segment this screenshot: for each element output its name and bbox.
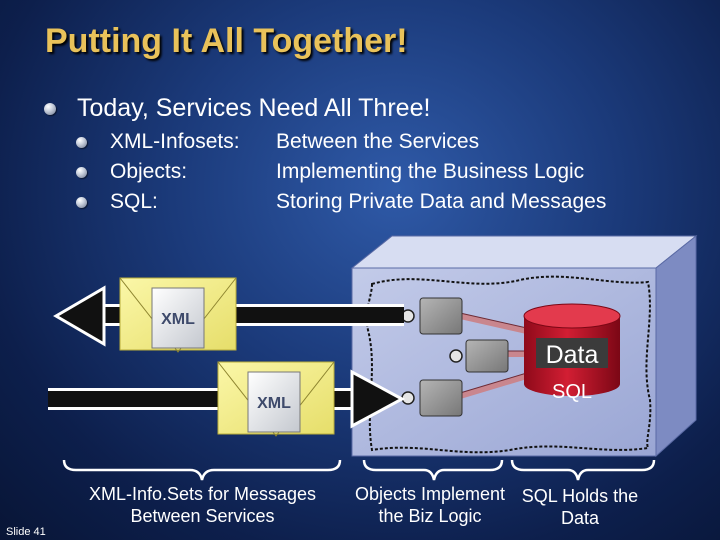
object-component-2 bbox=[465, 339, 509, 373]
database-top bbox=[523, 303, 621, 329]
object-components bbox=[401, 297, 509, 417]
slide-number: Slide 41 bbox=[6, 526, 46, 538]
sub-bullet-term: XML-Infosets: bbox=[110, 130, 240, 153]
database-cylinder: Data SQL bbox=[523, 303, 621, 403]
main-bullet: Today, Services Need All Three! bbox=[44, 94, 430, 123]
port-3 bbox=[401, 391, 415, 405]
bullet-icon bbox=[76, 166, 87, 178]
xml-envelope-incoming: XML bbox=[217, 361, 335, 437]
sub-bullet-desc: Storing Private Data and Messages bbox=[276, 190, 607, 213]
bullet-icon bbox=[76, 136, 87, 148]
incoming-arrow-head bbox=[350, 369, 406, 429]
slide-title: Putting It All Together! bbox=[45, 22, 408, 60]
bracket-sql bbox=[510, 459, 656, 481]
bracket-xml bbox=[62, 459, 342, 481]
outgoing-arrow-head bbox=[53, 285, 106, 347]
bracket-objects bbox=[362, 459, 504, 481]
caption-brackets bbox=[62, 459, 656, 481]
sub-bullet-xml: XML-Infosets: Between the Services bbox=[76, 130, 479, 154]
data-label: Data bbox=[546, 341, 599, 369]
object-component-1 bbox=[419, 297, 463, 335]
bullet-icon bbox=[76, 196, 87, 208]
bullet-icon bbox=[44, 102, 56, 115]
xml-document bbox=[151, 287, 205, 349]
sub-bullet-desc: Implementing the Business Logic bbox=[276, 160, 585, 183]
xml-document-label: XML bbox=[257, 395, 291, 412]
sub-bullet-term: Objects: bbox=[110, 160, 188, 183]
port-2 bbox=[449, 349, 463, 363]
xml-document-label: XML bbox=[161, 311, 195, 328]
envelope-flap bbox=[217, 361, 335, 437]
box-side-face bbox=[655, 234, 697, 458]
caption-xml: XML-Info.Sets for Messages Between Servi… bbox=[88, 484, 317, 526]
box-top-face bbox=[350, 235, 698, 269]
sub-bullet-sql: SQL: Storing Private Data and Messages bbox=[76, 190, 606, 214]
data-label-background bbox=[536, 338, 608, 368]
sql-label: SQL bbox=[552, 381, 592, 403]
sub-bullet-desc: Between the Services bbox=[276, 130, 480, 153]
main-bullet-text: Today, Services Need All Three! bbox=[77, 94, 431, 122]
object-component-3 bbox=[419, 379, 463, 417]
sub-bullet-term: SQL: bbox=[110, 190, 158, 213]
xml-envelope-outgoing: XML bbox=[119, 277, 237, 353]
caption-objects: Objects Implement the Biz Logic bbox=[354, 484, 506, 526]
sub-bullet-objects: Objects: Implementing the Business Logic bbox=[76, 160, 584, 184]
envelope-flap bbox=[119, 277, 237, 353]
xml-document bbox=[247, 371, 301, 433]
caption-sql: SQL Holds the Data bbox=[521, 486, 639, 528]
